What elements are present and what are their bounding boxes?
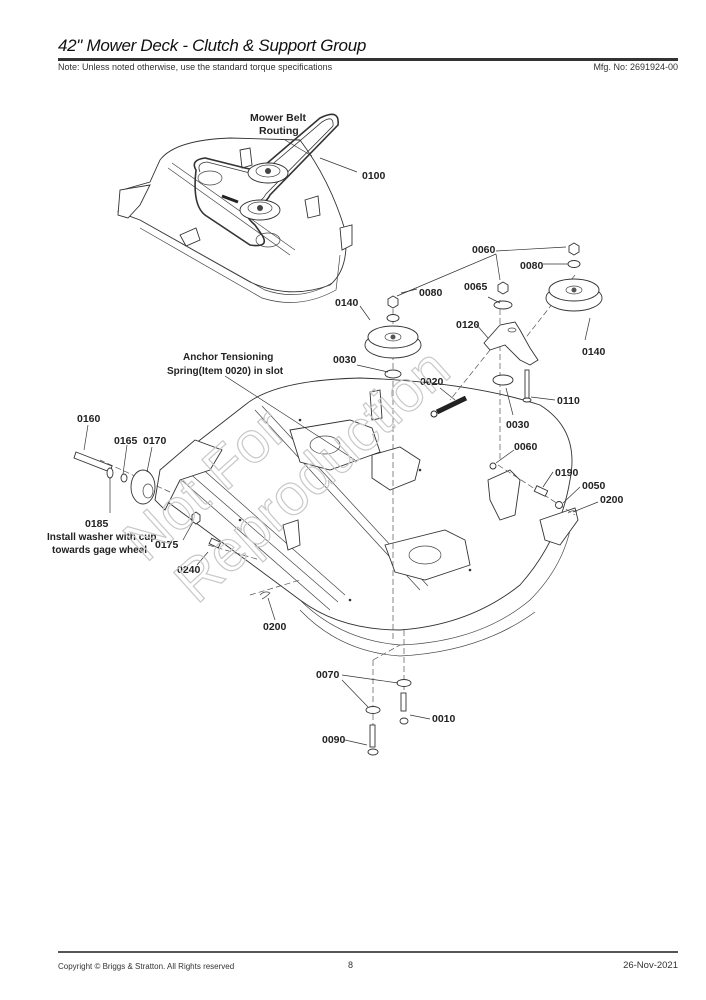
part-label-0065[interactable]: 0065	[464, 281, 488, 293]
callout-belt-routing-line2: Routing	[259, 125, 299, 137]
mfg-number: Mfg. No: 2691924-00	[593, 62, 678, 72]
callout-anchor-line1: Anchor Tensioning	[183, 352, 273, 363]
part-label-0240[interactable]: 0240	[177, 564, 201, 576]
part-label-0030[interactable]: 0030	[333, 354, 357, 366]
page-number: 8	[348, 960, 354, 970]
part-label-0165[interactable]: 0165	[114, 435, 138, 447]
idler-pulley-right	[545, 242, 603, 312]
idler-arm	[483, 281, 539, 403]
part-label-0080[interactable]: 0080	[520, 260, 544, 272]
part-label-0200[interactable]: 0200	[263, 621, 287, 633]
header-divider	[58, 58, 678, 61]
part-label-0190[interactable]: 0190	[555, 467, 579, 479]
part-label-0170[interactable]: 0170	[143, 435, 167, 447]
part-label-0110[interactable]: 0110	[557, 395, 580, 407]
part-label-0050[interactable]: 0050	[582, 480, 606, 492]
callout-belt-routing-line1: Mower Belt	[250, 112, 307, 124]
torque-note: Note: Unless noted otherwise, use the st…	[58, 62, 333, 72]
bottom-hardware	[365, 679, 412, 756]
part-label-0030[interactable]: 0030	[506, 419, 530, 431]
part-label-0060[interactable]: 0060	[472, 244, 496, 256]
tension-spring	[430, 395, 468, 418]
callout-washer-line2: towards gage wheel	[52, 545, 147, 556]
part-label-0070[interactable]: 0070	[316, 669, 340, 681]
part-label-0200[interactable]: 0200	[600, 494, 624, 506]
part-label-0140[interactable]: 0140	[335, 297, 359, 309]
mower-deck	[154, 377, 579, 657]
part-label-0060[interactable]: 0060	[514, 441, 538, 453]
gage-wheel-assembly	[73, 451, 578, 600]
part-label-0100[interactable]: 0100	[362, 170, 386, 182]
footer-divider	[58, 951, 678, 953]
copyright-text: Copyright © Briggs & Stratton. All Right…	[58, 962, 235, 971]
part-label-0175[interactable]: 0175	[155, 539, 179, 551]
part-label-0010[interactable]: 0010	[432, 713, 456, 725]
idler-pulley-left	[364, 295, 422, 379]
part-label-0090[interactable]: 0090	[322, 734, 346, 746]
part-label-0160[interactable]: 0160	[77, 413, 101, 425]
belt-routing-inset	[117, 113, 358, 303]
print-date: 26-Nov-2021	[623, 960, 678, 971]
part-label-0120[interactable]: 0120	[456, 319, 480, 331]
part-label-0080[interactable]: 0080	[419, 287, 443, 299]
part-label-0185[interactable]: 0185	[85, 518, 109, 530]
part-label-0140[interactable]: 0140	[582, 346, 606, 358]
callout-washer-line1: Install washer with cup	[47, 532, 156, 543]
part-label-0020[interactable]: 0020	[420, 376, 444, 388]
callout-anchor-line2: Spring(Item 0020) in slot	[167, 366, 284, 377]
page-title: 42" Mower Deck - Clutch & Support Group	[58, 36, 367, 55]
